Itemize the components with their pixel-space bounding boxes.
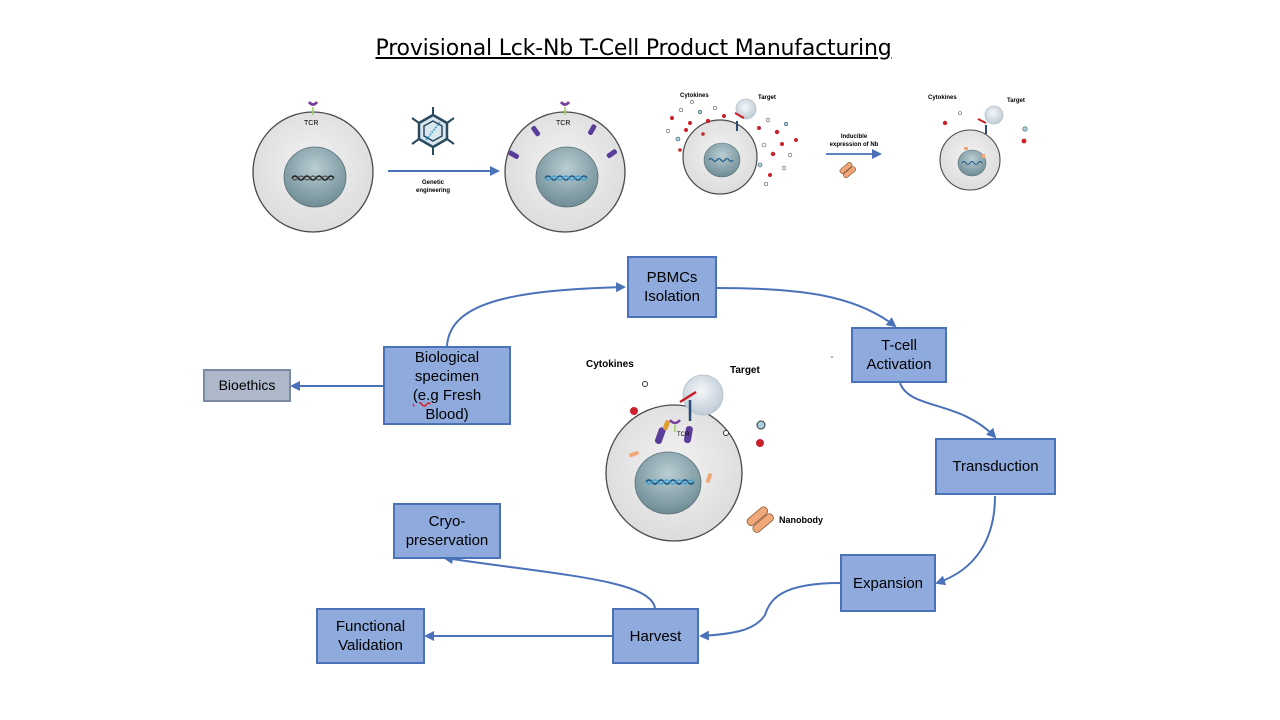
nanobody-icon [746, 506, 774, 533]
nanobody-label: Nanobody [779, 515, 823, 525]
expansion-box[interactable]: Expansion [840, 554, 936, 612]
arrow-tcell-to-transduction [899, 382, 997, 439]
inducible-expression-label: Inducible expression of Nb [829, 134, 879, 148]
cytokines-label: Cytokines [680, 93, 709, 99]
process-connectors [290, 282, 997, 641]
bio-line-3: (e.g Fresh [413, 386, 481, 405]
harvest-box[interactable]: Harvest [612, 608, 699, 664]
functional-validation-box[interactable]: Functional Validation [316, 608, 425, 664]
top-cell-3 [665, 98, 798, 195]
target-cell-icon [682, 374, 724, 416]
target-label: Target [1007, 98, 1025, 104]
tcr-label: TCR [556, 120, 571, 127]
virus-icon [411, 107, 455, 155]
bio-line-3b: Fresh [438, 386, 482, 404]
page-title: Provisional Lck-Nb T-Cell Product Manufa… [375, 36, 892, 61]
arrow-bio-to-pbmcs [446, 282, 626, 347]
top-cell-2 [504, 100, 626, 233]
bio-line-2: specimen [414, 367, 480, 385]
nb-receptor-icon [508, 124, 618, 159]
center-cytokines-label: Cytokines [586, 359, 634, 370]
tcr-receptor-icon [307, 100, 319, 106]
target-label: Target [758, 95, 776, 101]
center-target-label: Target [730, 365, 760, 376]
bio-line-1: Biological [414, 348, 480, 366]
bioethics-box[interactable]: Bioethics [203, 369, 291, 402]
transduction-box[interactable]: Transduction [935, 438, 1056, 495]
arrow-harvest-to-cryo [443, 554, 656, 609]
arrow-pbmcs-to-tcell [716, 287, 897, 328]
cytokines-label: Cytokines [928, 95, 957, 101]
cytokine-dots-icon [665, 100, 798, 187]
arrow-transduction-to-expansion [935, 495, 996, 586]
top-arrow-genetic [388, 107, 500, 176]
arrow-expansion-to-harvest [699, 582, 841, 641]
top-cell-4 [939, 105, 1028, 191]
center-tcr-label: TCR [677, 432, 690, 438]
tcr-label: TCR [304, 120, 319, 127]
nanobody-icon [839, 162, 856, 179]
genetic-engineering-label: Genetic engineering [415, 180, 450, 194]
top-cell-1 [252, 100, 374, 233]
tcell-activation-box[interactable]: T-cell Activation [851, 327, 947, 383]
pbmcs-isolation-box[interactable]: PBMCs Isolation [627, 256, 717, 318]
top-arrow-inducible [826, 149, 882, 179]
biological-specimen-box[interactable]: Biological specimen (e.g Fresh Blood) [383, 346, 511, 425]
center-cell [605, 356, 833, 542]
cryopreservation-box[interactable]: Cryo- preservation [393, 503, 501, 559]
bio-line-3a: (e.g [412, 386, 439, 404]
bio-line-4: Blood) [425, 405, 469, 423]
receptor-complex-icon [654, 419, 693, 444]
